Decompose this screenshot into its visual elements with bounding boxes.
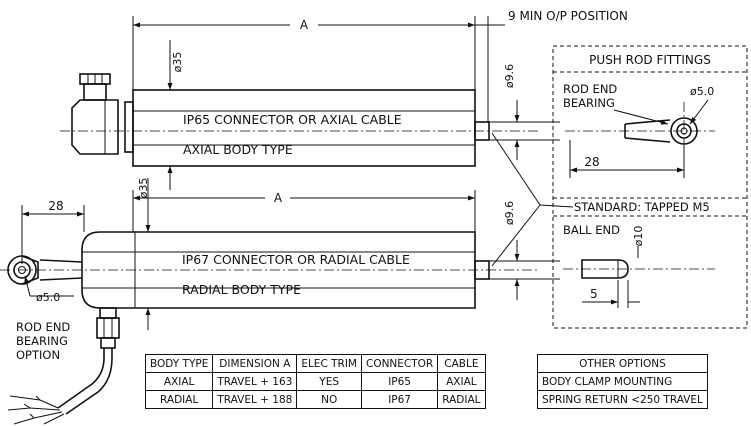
table-cell: NO (296, 390, 362, 409)
table-cell: BODY CLAMP MOUNTING (537, 372, 708, 391)
table-header-cell: BODY TYPE (144, 354, 214, 373)
table-row: RADIAL TRAVEL + 188 NO IP67 RADIAL (144, 390, 486, 409)
dia-96-top-label: ø9.6 (503, 64, 516, 88)
radial-connector-label: IP67 CONNECTOR OR RADIAL CABLE (182, 252, 410, 267)
push-rod-fittings-panel: PUSH ROD FITTINGS ROD END BEARING ø5.0 2… (491, 45, 748, 329)
rod-end-option-line2: BEARING (16, 334, 68, 348)
table-header-row: OTHER OPTIONS (537, 354, 708, 373)
left-dia-50-label: ø5.0 (36, 291, 60, 304)
table-cell: IP65 (360, 372, 439, 391)
table-header-cell: CABLE (437, 354, 486, 373)
fitting-dia-10-label: ø10 (632, 226, 645, 247)
body-type-table: BODY TYPE DIMENSION A ELEC TRIM CONNECTO… (144, 354, 486, 409)
radial-body-view: A 28 ø5.0 ROD END BEARING OPTION (0, 178, 560, 425)
axial-body-view: A 9 MIN O/P POSITION ø35 ø9.6 IP6 (60, 9, 628, 190)
axial-connector-label: IP65 CONNECTOR OR AXIAL CABLE (183, 112, 402, 127)
fitting-dia-50-label: ø5.0 (690, 85, 714, 98)
fitting-dim-28-label: 28 (584, 155, 599, 169)
table-header-cell: DIMENSION A (212, 354, 298, 373)
other-options-header: OTHER OPTIONS (537, 354, 708, 373)
table-header-cell: ELEC TRIM (296, 354, 362, 373)
fitting-ball-end-label: BALL END (563, 223, 620, 237)
fitting-standard-label: STANDARD: TAPPED M5 (574, 200, 710, 214)
fitting-dim-5-label: 5 (590, 287, 598, 301)
table-row: BODY CLAMP MOUNTING (537, 372, 708, 391)
table-row: SPRING RETURN <250 TRAVEL (537, 390, 708, 409)
table-cell: AXIAL (437, 372, 486, 391)
table-header-row: BODY TYPE DIMENSION A ELEC TRIM CONNECTO… (144, 354, 486, 373)
left-28-label: 28 (48, 199, 63, 213)
table-cell: SPRING RETURN <250 TRAVEL (537, 390, 708, 409)
table-cell: RADIAL (144, 390, 214, 409)
table-cell: TRAVEL + 188 (212, 390, 298, 409)
min-op-position-label: 9 MIN O/P POSITION (508, 9, 628, 23)
fitting-rod-end-line2: BEARING (563, 96, 615, 110)
dim-a-bottom-label: A (274, 191, 283, 205)
radial-body-label: RADIAL BODY TYPE (182, 282, 301, 297)
table-row: AXIAL TRAVEL + 163 YES IP65 AXIAL (144, 372, 486, 391)
table-cell: RADIAL (437, 390, 486, 409)
table-cell: TRAVEL + 163 (212, 372, 298, 391)
dia-35-bottom-label: ø35 (137, 178, 150, 199)
dim-a-top-label: A (300, 18, 309, 32)
dia-96-bottom-label: ø9.6 (503, 201, 516, 225)
fittings-title: PUSH ROD FITTINGS (589, 53, 711, 67)
fitting-rod-end-line1: ROD END (563, 82, 617, 96)
rod-end-option-line1: ROD END (16, 320, 70, 334)
table-header-cell: CONNECTOR (360, 354, 439, 373)
rod-end-option-line3: OPTION (16, 348, 60, 362)
dia-35-top-label: ø35 (171, 52, 184, 73)
axial-body-label: AXIAL BODY TYPE (183, 142, 293, 157)
table-cell: AXIAL (144, 372, 214, 391)
table-cell: YES (296, 372, 362, 391)
other-options-table: OTHER OPTIONS BODY CLAMP MOUNTING SPRING… (537, 354, 708, 409)
table-cell: IP67 (360, 390, 439, 409)
